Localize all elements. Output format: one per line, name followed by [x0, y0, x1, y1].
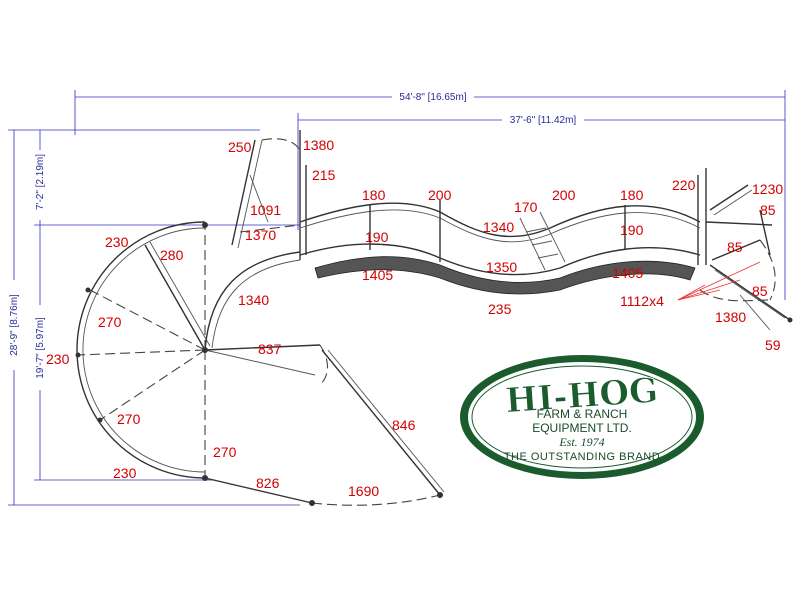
sort-gates	[699, 184, 793, 331]
leader-lines	[677, 261, 761, 301]
label-170: 170	[514, 199, 538, 215]
label-230-left: 230	[46, 351, 70, 367]
measurement-labels: 250 1380 215 180 200 170 200 180 220 123…	[46, 137, 783, 499]
label-270-lower: 270	[117, 411, 141, 427]
label-280: 280	[160, 247, 184, 263]
lower-height-dim: 19'-7" [5.97m]	[35, 317, 46, 379]
label-190-right: 190	[620, 222, 644, 238]
top-entry	[231, 130, 307, 260]
label-1340-tub: 1340	[238, 292, 269, 308]
label-826: 826	[256, 475, 280, 491]
label-1350: 1350	[486, 259, 517, 275]
label-1112x4: 1112x4	[620, 293, 664, 309]
label-85-low: 85	[752, 283, 768, 299]
logo-line2: EQUIPMENT LTD.	[532, 421, 632, 435]
label-1405-left: 1405	[362, 267, 393, 283]
label-837: 837	[258, 341, 282, 357]
overall-height-dim: 28'-9" [8.76m]	[9, 294, 20, 356]
label-200-right: 200	[552, 187, 576, 203]
curved-alley	[299, 168, 707, 295]
label-270-upper: 270	[98, 314, 122, 330]
label-235: 235	[488, 301, 512, 317]
overall-width-dim: 54'-8" [16.65m]	[399, 92, 466, 103]
entry-gates	[204, 344, 445, 506]
partial-width-dim: 37'-6" [11.42m]	[510, 115, 577, 126]
label-180-right: 180	[620, 187, 644, 203]
label-270-bottom: 270	[213, 444, 237, 460]
label-1380-right: 1380	[715, 309, 746, 325]
upper-height-dim: 7'-2" [2.19m]	[35, 154, 46, 210]
label-1340-alley: 1340	[483, 219, 514, 235]
label-190-left: 190	[365, 229, 389, 245]
label-85-top: 85	[760, 202, 776, 218]
label-180-left: 180	[362, 187, 386, 203]
label-230-bottom: 230	[113, 465, 137, 481]
label-85-mid: 85	[727, 239, 743, 255]
label-1405-right: 1405	[612, 265, 643, 281]
label-1380-top: 1380	[303, 137, 334, 153]
logo-line1: FARM & RANCH	[537, 407, 628, 421]
label-250: 250	[228, 139, 252, 155]
label-1230: 1230	[752, 181, 783, 197]
label-200-left: 200	[428, 187, 452, 203]
label-215: 215	[312, 167, 336, 183]
label-230-top: 230	[105, 234, 129, 250]
label-846: 846	[392, 417, 416, 433]
logo-est: Est. 1974	[558, 435, 604, 449]
label-59: 59	[765, 337, 781, 353]
hi-hog-logo: HI-HOG FARM & RANCH EQUIPMENT LTD. Est. …	[460, 355, 704, 479]
label-1370: 1370	[245, 227, 276, 243]
label-1091: 1091	[250, 202, 281, 218]
label-1690: 1690	[348, 483, 379, 499]
logo-tagline: THE OUTSTANDING BRAND	[504, 451, 660, 463]
label-220: 220	[672, 177, 696, 193]
dimension-lines: 54'-8" [16.65m] 37'-6" [11.42m] 28'-9" […	[4, 90, 786, 506]
